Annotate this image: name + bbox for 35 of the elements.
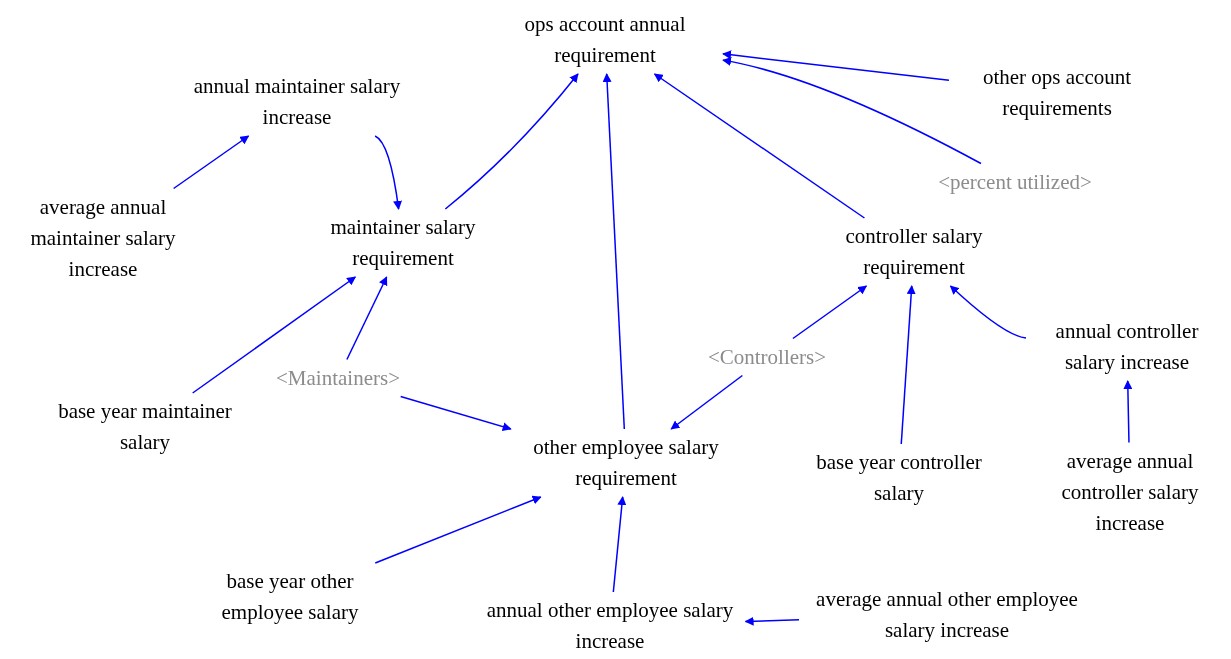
variable-label: average annual maintainer salary increase: [3, 191, 203, 285]
arrow: [722, 57, 982, 165]
variable-label: base year other employee salary: [195, 566, 385, 628]
arrow: [612, 496, 627, 593]
variable-label: average annual controller salary increase: [1034, 445, 1226, 539]
arrow: [191, 276, 357, 394]
shadow-variable-label: <Controllers>: [692, 341, 842, 373]
arrow: [399, 395, 512, 431]
arrow: [374, 495, 542, 564]
variable-label: annual other employee salary increase: [477, 595, 743, 657]
arrow: [444, 73, 579, 210]
shadow-variable-label: <percent utilized>: [905, 166, 1125, 198]
variable-label: base year maintainer salary: [42, 396, 248, 458]
arrow: [653, 73, 866, 219]
variable-label: annual maintainer salary increase: [189, 71, 405, 133]
arrow: [722, 50, 950, 82]
arrow: [374, 135, 402, 210]
arrow: [172, 135, 250, 190]
variable-label: base year controller salary: [801, 447, 997, 509]
arrow: [949, 285, 1027, 339]
arrow: [792, 285, 868, 340]
arrow: [346, 276, 388, 361]
variable-label: maintainer salary requirement: [300, 212, 506, 274]
arrow: [1123, 380, 1133, 444]
shadow-variable-label: <Maintainers>: [248, 362, 428, 394]
arrow: [670, 374, 744, 430]
variable-label: controller salary requirement: [814, 221, 1014, 283]
variable-label: annual controller salary increase: [1029, 316, 1225, 378]
variable-label: other employee salary requirement: [513, 432, 739, 494]
variable-label: other ops account requirements: [952, 62, 1162, 124]
variable-label: average annual other employee salary increase: [802, 584, 1092, 646]
arrow: [602, 73, 626, 430]
arrow: [744, 616, 800, 626]
arrow: [900, 285, 916, 445]
variable-label: ops account annual requirement: [490, 9, 720, 71]
